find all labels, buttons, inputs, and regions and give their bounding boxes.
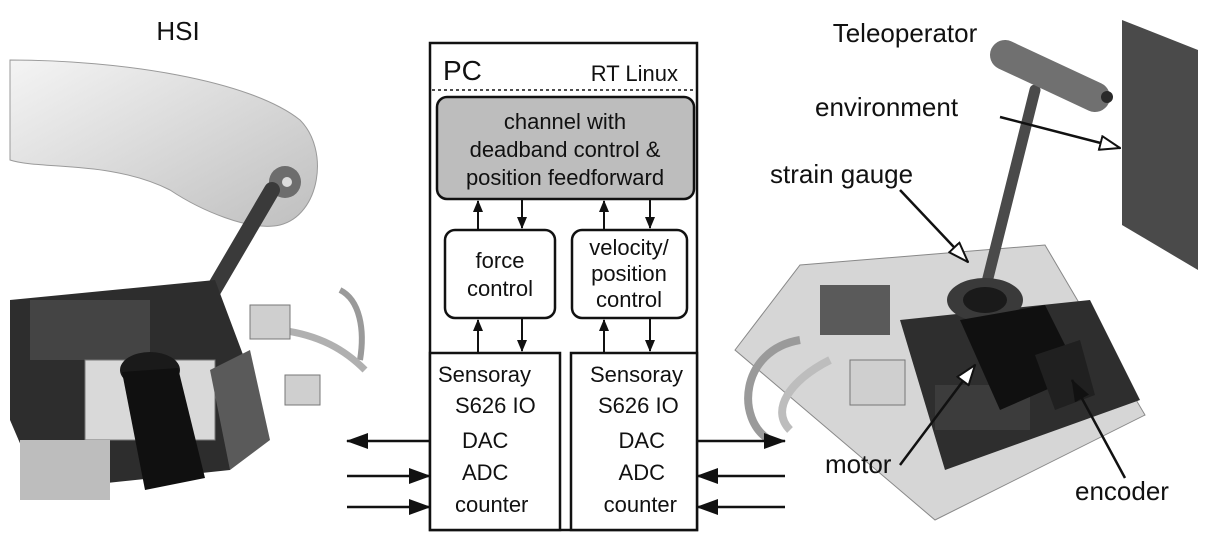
hsi-photo [0,40,370,530]
right-port-dac: DAC [619,428,666,453]
right-port-counter: counter [604,492,677,517]
right-port-adc: ADC [619,460,666,485]
teleoperator-photo [734,20,1198,521]
io-right-text-2: S626 IO [598,393,679,418]
channel-text-3: position feedforward [466,165,664,190]
left-port-dac: DAC [462,428,509,453]
os-label: RT Linux [591,61,678,86]
velocity-control-text-1: velocity/ [589,235,669,260]
left-port-adc: ADC [462,460,509,485]
force-control-text-2: control [467,276,533,301]
motor-arrow [899,365,975,466]
io-left-text-1: Sensoray [438,362,531,387]
io-left-text-2: S626 IO [455,393,536,418]
encoder-label: encoder [1075,476,1169,506]
channel-box [435,95,696,201]
velocity-control-text-3: control [596,287,662,312]
encoder-arrow [1070,379,1127,479]
environment-label: environment [815,92,959,122]
motor-label: motor [825,449,892,479]
left-port-counter: counter [455,492,528,517]
channel-text-1: channel with [504,109,626,134]
strain-gauge-arrow [899,189,968,262]
force-control-box [443,228,557,320]
velocity-control-text-2: position [591,261,667,286]
pc-label: PC [443,55,482,86]
teleoperator-title: Teleoperator [833,18,978,48]
io-box-left [428,351,562,532]
velocity-control-box [570,228,689,320]
force-control-text-1: force [476,248,525,273]
strain-gauge-label: strain gauge [770,159,913,189]
hsi-title: HSI [156,16,199,46]
io-right-text-1: Sensoray [590,362,683,387]
channel-text-2: deadband control & [470,137,661,162]
environment-arrow [999,115,1120,148]
